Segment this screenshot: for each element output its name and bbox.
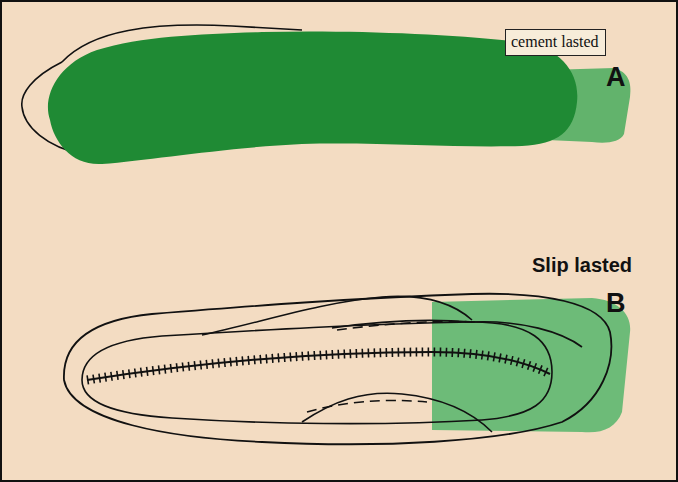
stitch-line <box>87 352 550 380</box>
figure-letter: A <box>606 64 626 91</box>
caption-label: Slip lasted <box>532 255 632 275</box>
insole-outline <box>82 322 552 424</box>
figure-letter: B <box>606 290 626 317</box>
upper-edge <box>337 321 477 330</box>
upper-edge <box>307 400 427 412</box>
cemented-upper <box>48 31 577 164</box>
label-text: cement lasted <box>511 33 600 51</box>
label-box: cement lasted <box>505 29 606 56</box>
sole-outline <box>64 294 611 444</box>
stitch-marks <box>87 352 550 380</box>
